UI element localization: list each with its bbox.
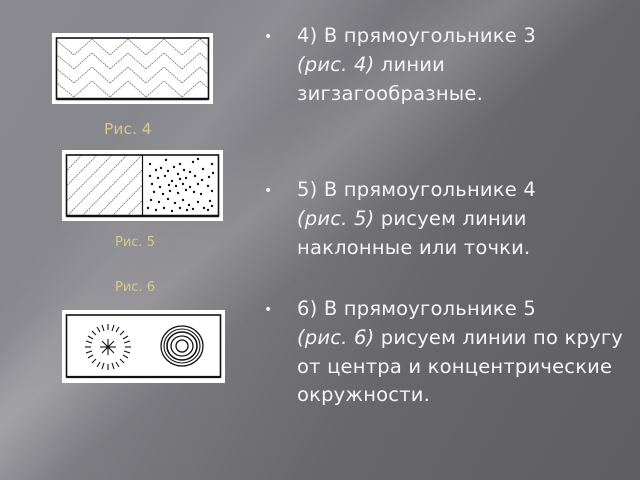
figure-4-zigzag bbox=[52, 33, 213, 104]
figure-5-lines-dots bbox=[62, 150, 223, 221]
figure-6-circles bbox=[62, 310, 225, 383]
bullet-icon: • bbox=[264, 302, 273, 318]
list-item-text: 5) В прямоугольнике 4 (рис. 5) рисуем ли… bbox=[297, 178, 536, 259]
radial-concentric-pattern-icon bbox=[65, 314, 222, 379]
bullet-icon: • bbox=[264, 29, 273, 45]
figure-reference: (рис. 5) bbox=[297, 206, 375, 230]
list-item-text: 4) В прямоугольнике 3 (рис. 4) линии зиг… bbox=[297, 24, 536, 105]
figure-6-caption: Рис. 6 bbox=[115, 280, 155, 295]
figure-4-caption: Рис. 4 bbox=[104, 120, 152, 138]
concentric-circles-icon bbox=[160, 325, 204, 367]
figure-reference: (рис. 4) bbox=[297, 52, 375, 76]
figure-reference: (рис. 6) bbox=[297, 325, 375, 349]
bullet-icon: • bbox=[264, 183, 273, 199]
slanted-lines-dots-pattern-icon bbox=[65, 154, 220, 218]
zigzag-pattern-icon bbox=[55, 37, 210, 101]
list-item-text: 6) В прямоугольнике 5 (рис. 6) рисуем ли… bbox=[297, 297, 624, 407]
starburst-icon bbox=[85, 324, 131, 370]
figure-5-caption: Рис. 5 bbox=[115, 235, 155, 250]
